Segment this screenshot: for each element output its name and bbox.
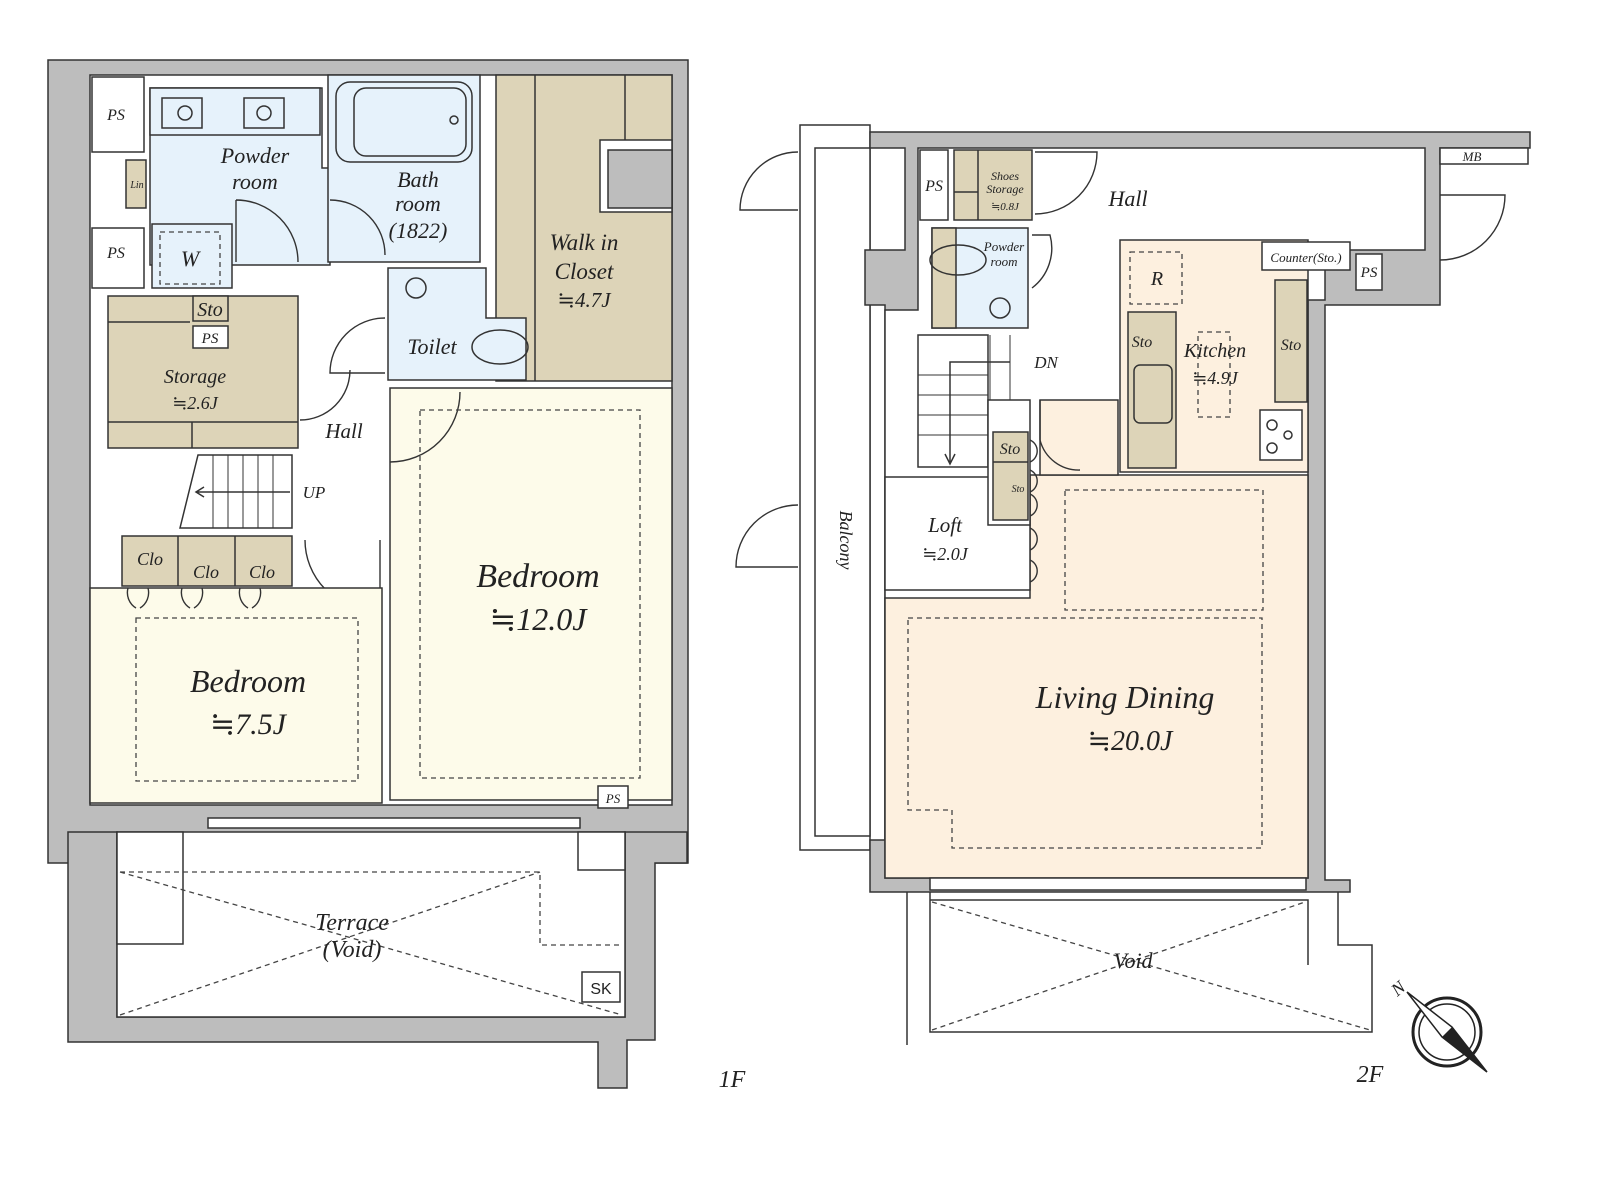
kitchen-label: Kitchen [1183,340,1246,362]
window [929,877,1307,891]
bedroom-large-area: ≒12.0J [489,601,588,637]
sk-label: SK [590,981,612,998]
compass-icon: N [1386,976,1488,1073]
bedroom-small [89,587,383,804]
washer-label: W [181,246,201,271]
linen-label: Lin [129,180,143,191]
shoes-storage [953,149,1033,221]
counter-label: Counter(Sto.) [1270,250,1341,265]
bedroom-small-area: ≒7.5J [210,708,288,741]
floor-2f-label: 2F [1357,1062,1384,1088]
storage-label: Storage [164,366,226,388]
hall-label: Hall [1107,186,1147,211]
powder-room-sublabel: room [991,254,1018,269]
walk-in-closet-area: ≒4.7J [557,288,612,312]
bath-sublabel: room [395,191,441,216]
closet-label: Clo [193,562,219,582]
ps-label: PS [605,791,621,806]
powder-room-label: Powder [983,239,1025,254]
window [207,817,581,829]
mb-label: MB [1462,149,1482,164]
bedroom-large [389,387,673,801]
void-label: Void [1113,948,1153,973]
sk-box [581,971,621,1003]
compass-north-label: N [1386,976,1410,1000]
bedroom-small-label: Bedroom [190,663,306,699]
bath-size: (1822) [389,218,448,243]
terrace-sublabel: (Void) [323,937,382,963]
stove-icon [1259,409,1303,461]
storage-column [992,431,1029,521]
loft-label: Loft [927,513,963,537]
dn-label: DN [1033,353,1059,372]
closets [121,535,293,587]
floor-1f: SK Terrace (Void) PS PS Lin Powder room … [47,59,746,1093]
up-label: UP [303,483,326,502]
hall-label: Hall [324,419,363,443]
walk-in-closet-sublabel: Closet [555,259,614,284]
living-dining-area: ≒20.0J [1088,726,1174,757]
terrace-notch [116,831,184,945]
toilet-label: Toilet [407,334,457,359]
refrigerator-label: R [1150,268,1163,290]
storage-area: ≒2.6J [172,393,219,413]
ps-label: PS [1360,265,1378,281]
stairs [917,334,1011,468]
shoes-storage-label: Shoes [991,169,1019,183]
kitchen-sto-right-label: Sto [1281,337,1301,354]
balcony-label: Balcony [836,511,856,570]
shoes-storage-area: ≒0.8J [991,201,1020,213]
sto-label: Sto [197,299,223,321]
terrace-label: Terrace [315,910,389,936]
bedroom-large-label: Bedroom [476,558,599,595]
terrace-notch-right [577,831,626,871]
closet-label: Clo [137,549,163,569]
floor-2f: Balcony MB PS Shoes Storage ≒0.8J Hall P… [735,124,1531,1088]
washer-space [151,223,233,289]
sto-label: Sto [1012,484,1025,495]
floor-1f-label: 1F [719,1067,746,1093]
ps-label: PS [201,331,219,347]
kitchen-area: ≒4.9J [1192,368,1239,388]
ps-label: PS [106,107,125,124]
void-marker [119,871,623,1016]
living-dining-label: Living Dining [1035,679,1215,715]
sto-label: Sto [1000,441,1020,458]
loft-area: ≒2.0J [922,544,969,564]
shoes-storage-sublabel: Storage [986,182,1024,196]
ps-label: PS [106,245,125,262]
kitchen-sto-left-label: Sto [1132,334,1152,351]
walk-in-closet-label: Walk in [550,230,619,255]
stairs [179,454,293,529]
ps-label: PS [924,178,943,195]
powder-room-label: Powder [220,143,290,168]
living-dining [884,474,1309,879]
closet-label: Clo [249,562,275,582]
powder-room-sublabel: room [232,169,278,194]
bath-label: Bath [397,167,439,192]
